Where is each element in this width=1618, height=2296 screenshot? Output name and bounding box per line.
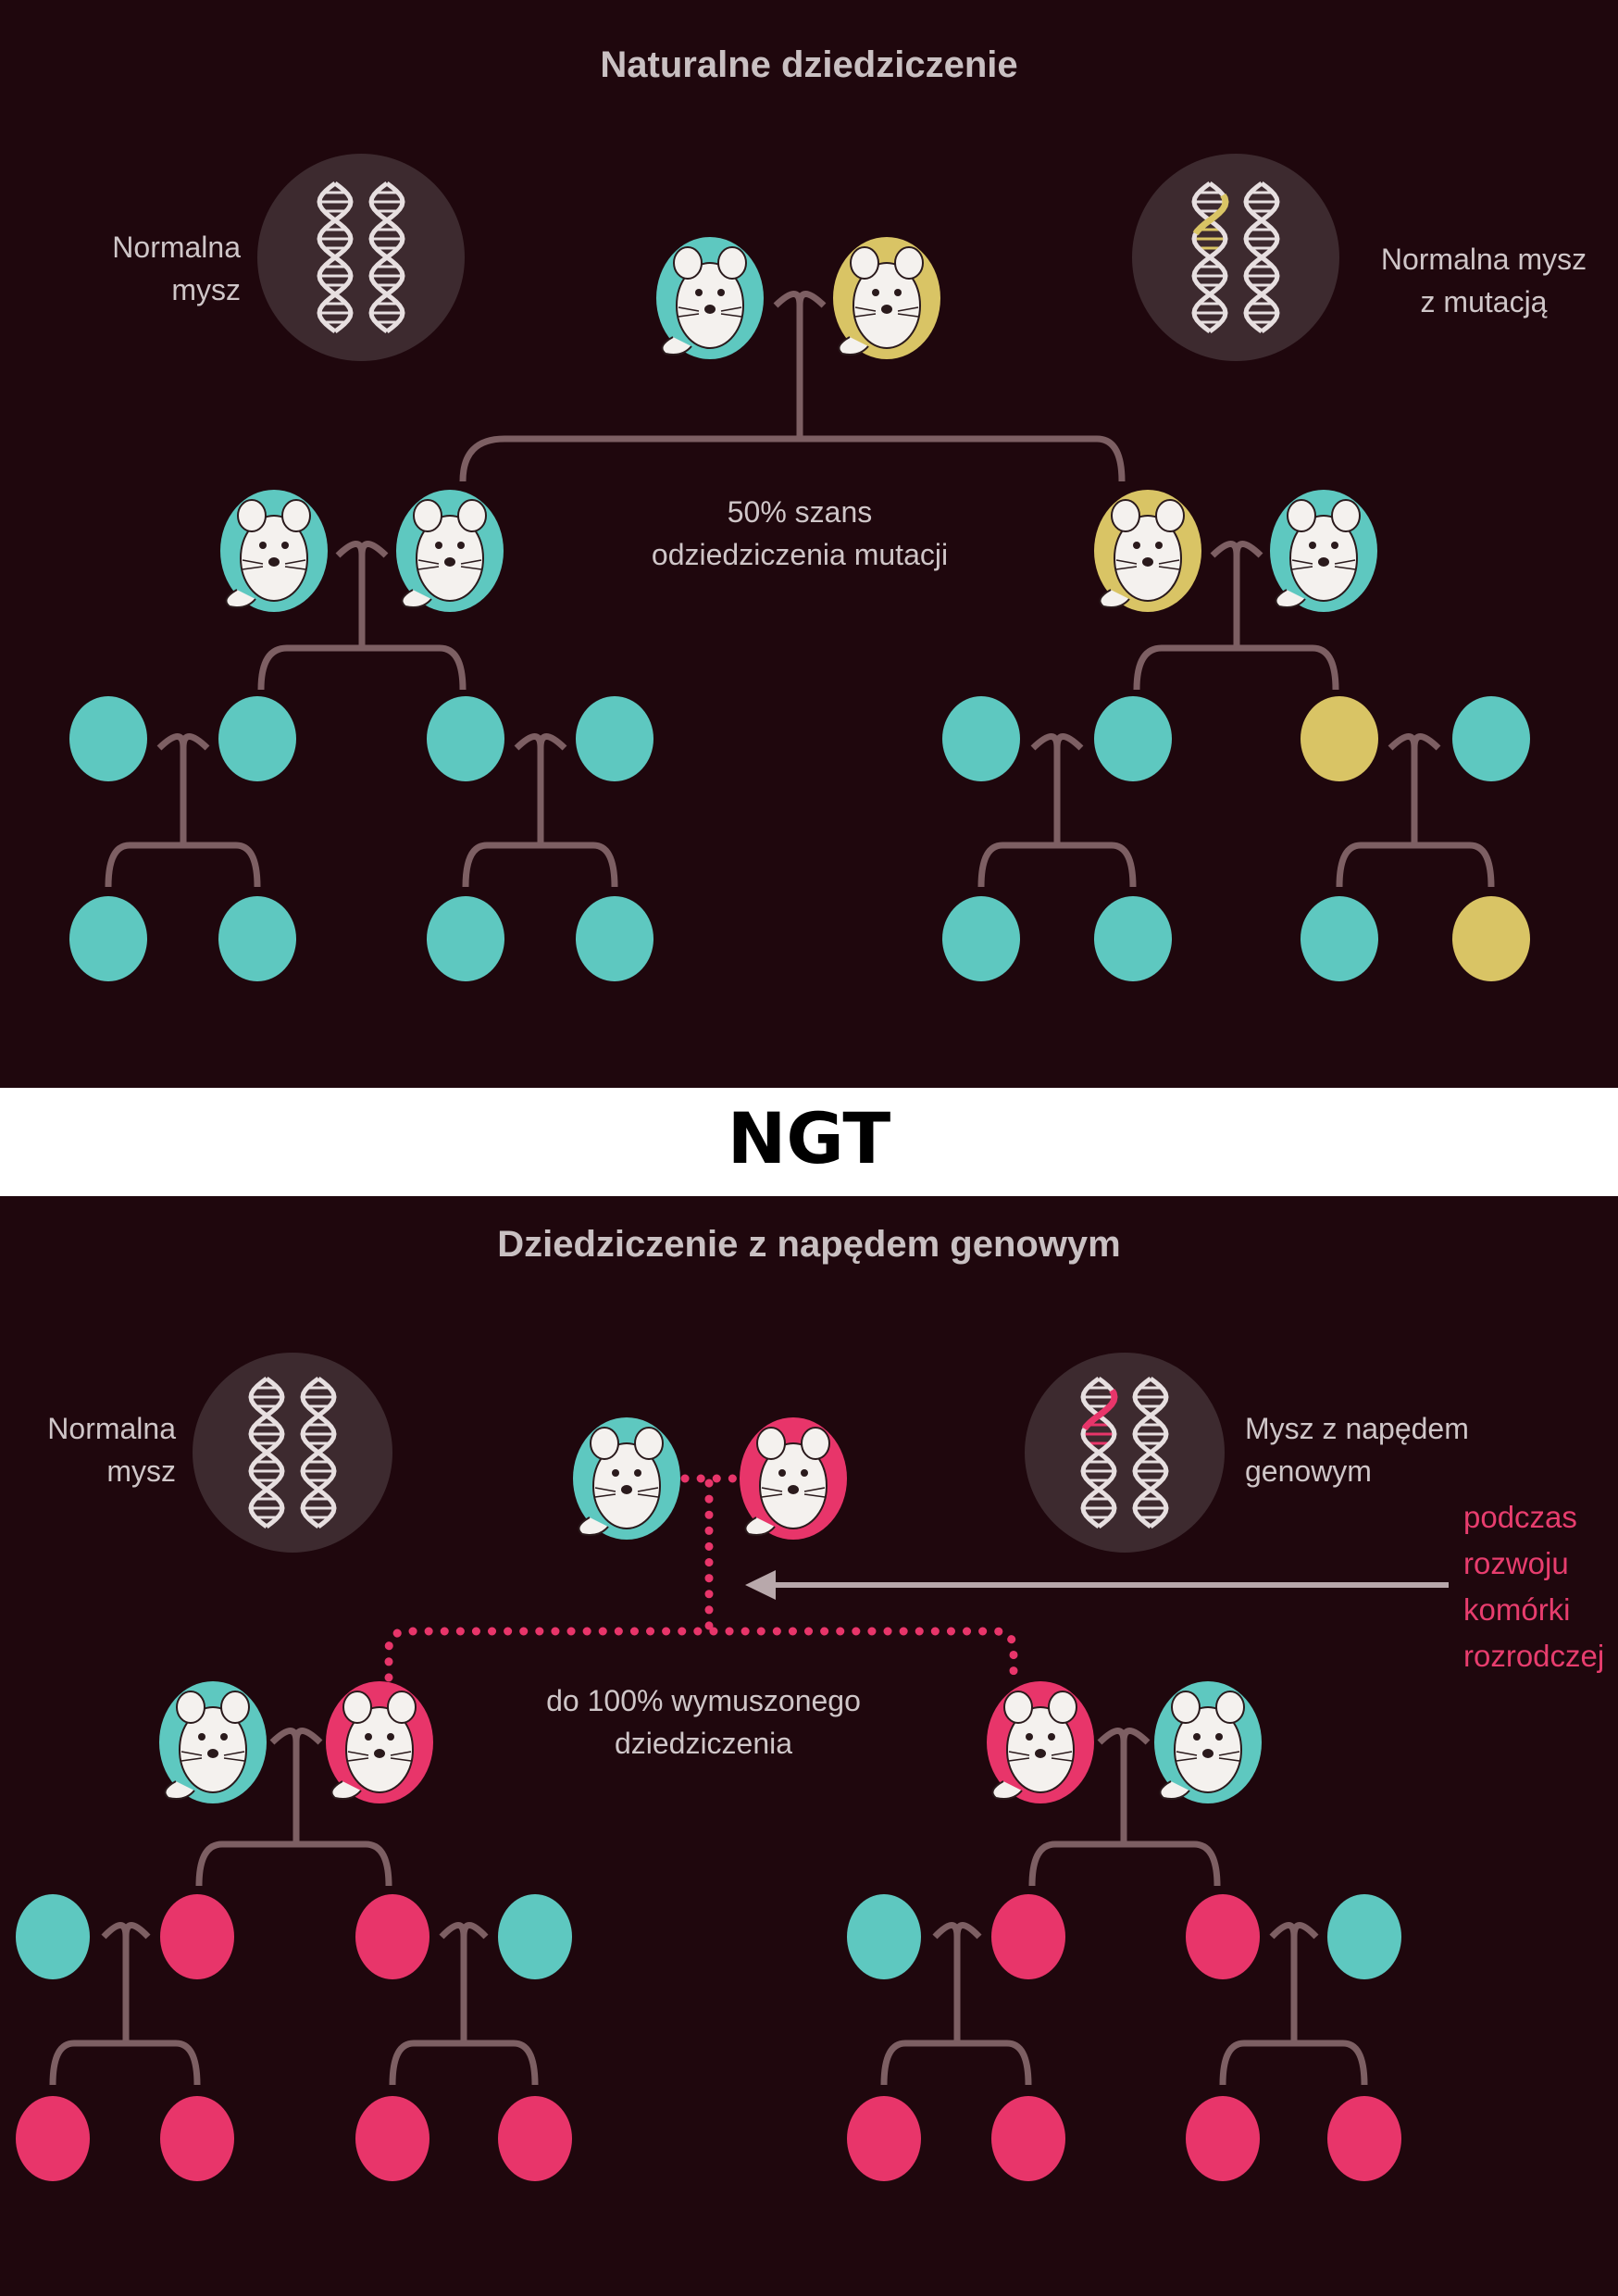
dna-icon-normal [248, 1377, 337, 1529]
dna-badge-normal [257, 154, 465, 361]
offspring-normal [427, 896, 504, 981]
mouse-parent-normal [656, 237, 764, 359]
offspring-gene-drive [160, 2096, 234, 2181]
offspring-normal [69, 696, 147, 781]
offspring-normal [942, 896, 1020, 981]
natural-inheritance-panel: Naturalne dziedziczenie [0, 0, 1618, 1088]
mouse-partner-normal [1270, 490, 1377, 612]
offspring-gene-drive [1186, 1894, 1260, 1979]
panel-title: Naturalne dziedziczenie [600, 44, 1018, 85]
offspring-mutation [1452, 896, 1530, 981]
dna-icon-mutation [1190, 181, 1280, 334]
offspring-normal [1094, 696, 1172, 781]
dna-icon-normal [317, 181, 405, 333]
gene-drive-panel: Dziedziczenie z napędem genowym [0, 1196, 1618, 2296]
offspring-normal [1327, 1894, 1401, 1979]
arrow-icon [745, 1570, 1449, 1600]
dna-badge-normal [193, 1353, 392, 1553]
offspring-normal [576, 896, 653, 981]
mouse-child-gene-drive [326, 1681, 433, 1803]
offspring-gene-drive [1186, 2096, 1260, 2181]
mouse-partner-normal [396, 490, 504, 612]
offspring-mutation [1301, 696, 1378, 781]
mouse-parent-gene-drive [740, 1417, 847, 1540]
offspring-gene-drive [16, 2096, 90, 2181]
offspring-gene-drive [160, 1894, 234, 1979]
offspring-normal [218, 696, 296, 781]
offspring-gene-drive [991, 1894, 1065, 1979]
offspring-gene-drive [355, 1894, 429, 1979]
offspring-normal [218, 896, 296, 981]
mouse-child-mutation [1094, 490, 1201, 612]
normal-mouse-label: Normalna mysz [47, 1412, 176, 1488]
offspring-gene-drive [498, 2096, 572, 2181]
separator-title: NGT [727, 1097, 891, 1179]
dna-badge-mutation [1132, 154, 1339, 361]
mouse-partner-normal [1154, 1681, 1262, 1803]
offspring-normal [16, 1894, 90, 1979]
normal-mouse-label: Normalna mysz [112, 231, 241, 306]
mouse-parent-normal [573, 1417, 680, 1540]
mouse-parent-mutation [833, 237, 940, 359]
mutated-mouse-label: Normalna mysz z mutacją [1380, 243, 1587, 318]
mouse-child-gene-drive [987, 1681, 1094, 1803]
offspring-gene-drive [847, 2096, 921, 2181]
offspring-gene-drive [991, 2096, 1065, 2181]
offspring-normal [1301, 896, 1378, 981]
panel-title: Dziedziczenie z napędem genowym [497, 1224, 1121, 1265]
mouse-child-normal [220, 490, 328, 612]
gene-drive-diagram [16, 1353, 1449, 2181]
offspring-normal [498, 1894, 572, 1979]
natural-inheritance-diagram [69, 154, 1530, 981]
offspring-normal [576, 696, 653, 781]
pedigree-lines [105, 291, 1495, 888]
offspring-normal [427, 696, 504, 781]
germline-development-label: podczas rozwoju komórki rozrodczej [1463, 1500, 1605, 1673]
pedigree-lines [49, 1728, 1368, 2086]
inheritance-chance-label: 50% szans odziedziczenia mutacji [651, 495, 949, 571]
dna-badge-gene-drive [1025, 1353, 1225, 1553]
forced-inheritance-label: do 100% wymuszonego dziedziczenia [546, 1684, 861, 1760]
dna-icon-gene-drive [1079, 1376, 1169, 1529]
offspring-normal [942, 696, 1020, 781]
offspring-gene-drive [355, 2096, 429, 2181]
offspring-normal [69, 896, 147, 981]
mouse-partner-normal [159, 1681, 267, 1803]
gene-drive-lines [384, 1474, 1018, 1682]
offspring-normal [1452, 696, 1530, 781]
offspring-normal [847, 1894, 921, 1979]
offspring-normal [1094, 896, 1172, 981]
gene-drive-mouse-label: Mysz z napędem genowym [1245, 1412, 1469, 1488]
offspring-gene-drive [1327, 2096, 1401, 2181]
separator-band [0, 1088, 1618, 1196]
